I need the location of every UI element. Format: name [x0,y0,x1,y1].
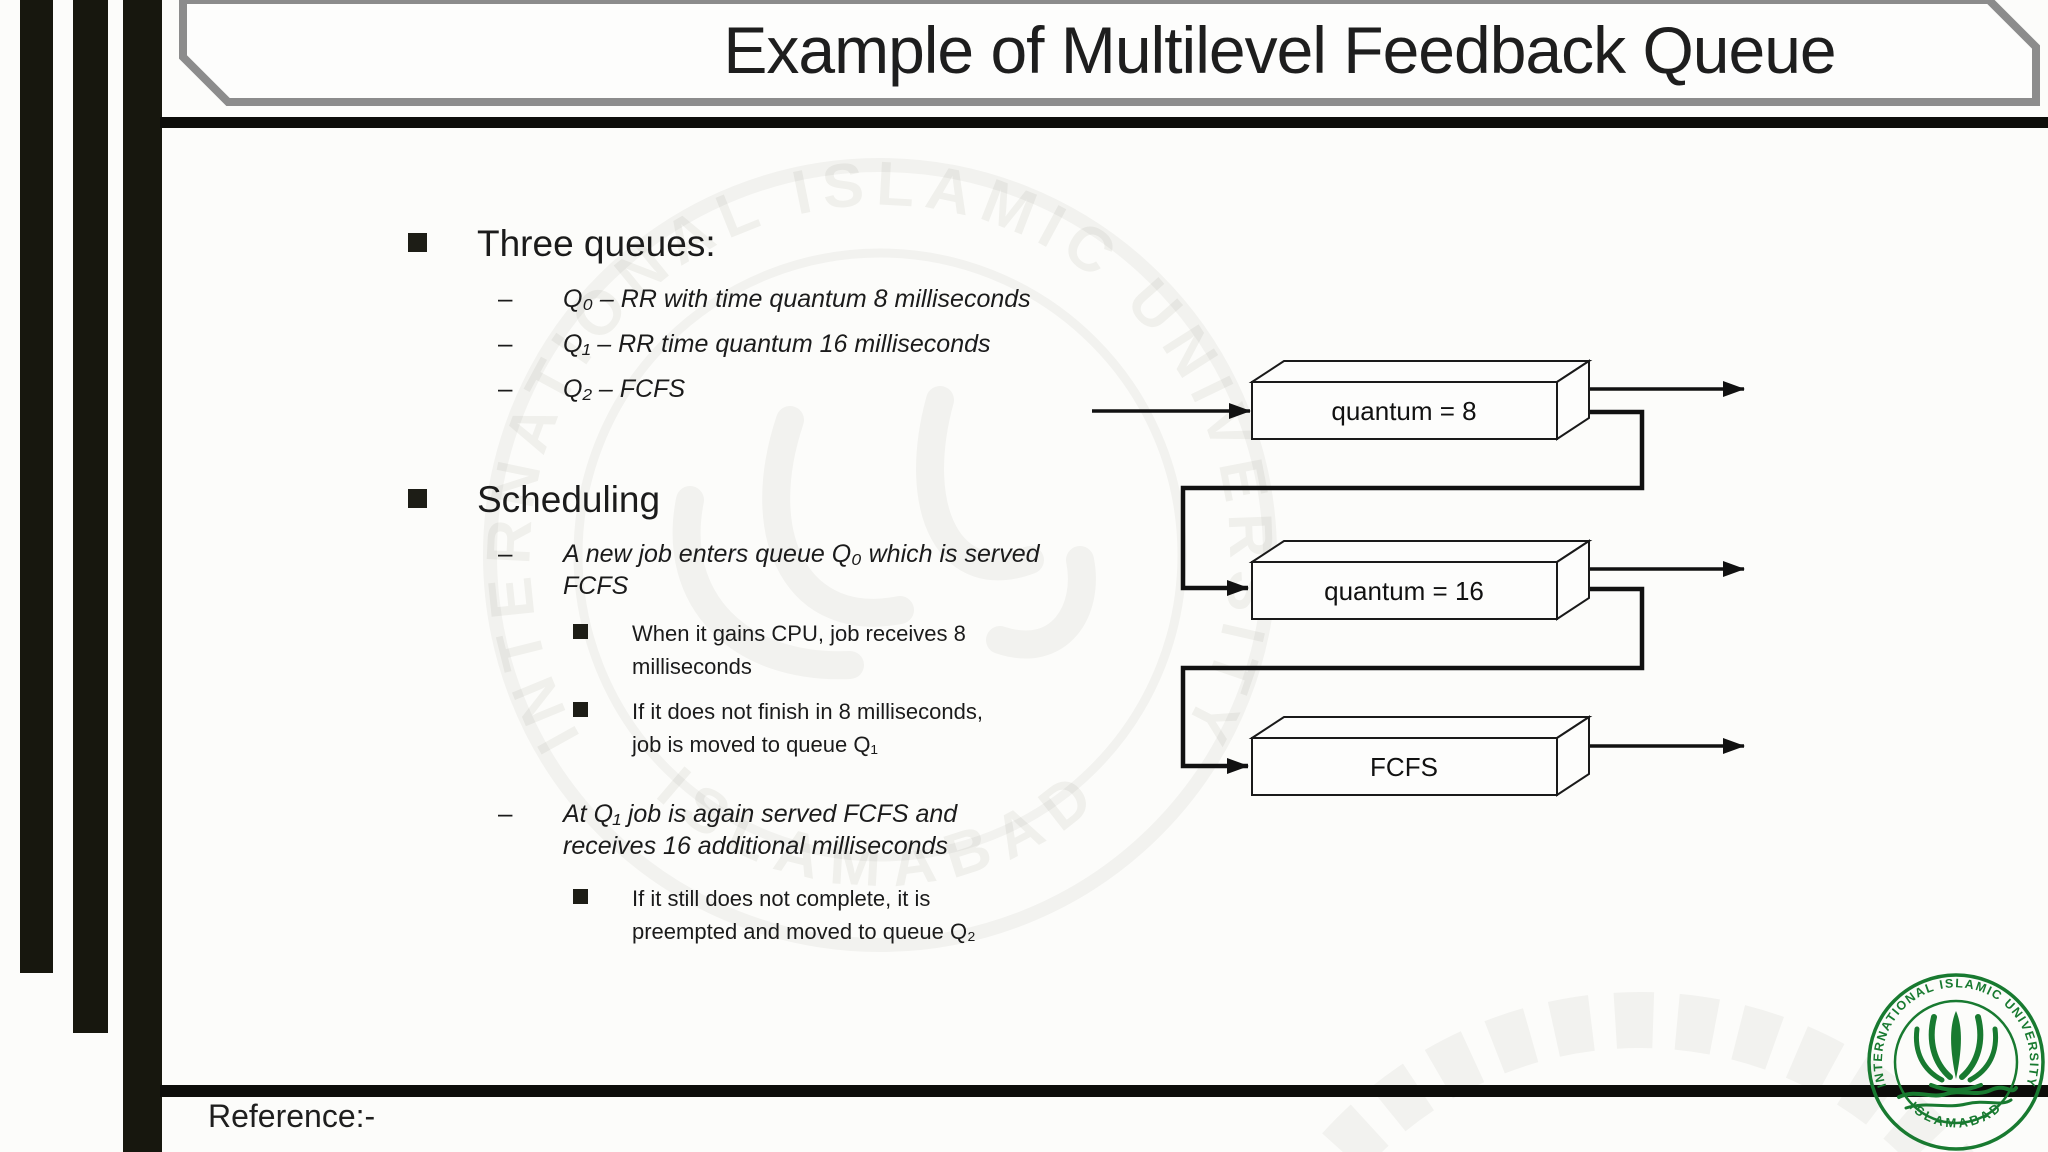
list-item-text: Q₁ – RR time quantum 16 milliseconds [563,330,991,358]
title-frame [179,0,2040,106]
queue-box-label: FCFS [1370,752,1438,782]
sub-item-text: If it does not finish in 8 milliseconds,… [632,699,983,757]
section-heading: Three queues: [477,223,716,264]
square-bullet-icon [573,617,632,639]
left-accent-bar-2 [73,0,108,1033]
section-heading: Scheduling [477,479,661,520]
queue-box-q2: FCFS [1248,715,1593,797]
square-bullet-icon [573,882,632,904]
left-accent-bar-3 [123,0,162,1152]
list-item-new-job: – A new job enters queue Q₀ which is ser… [498,538,1078,602]
sub-item-not-finish: If it does not finish in 8 milliseconds,… [573,695,1004,761]
list-item-text: A new job enters queue Q₀ which is serve… [563,540,1040,600]
list-item-at-q1: – At Q₁ job is again served FCFS and rec… [498,798,1023,862]
square-bullet-icon [573,695,632,717]
dash-bullet: – [498,373,513,403]
square-bullet-icon [408,478,477,508]
square-bullet-icon [408,222,477,252]
footer-divider-rule [160,1085,2048,1097]
logo-calligraphy-band [1897,1085,2018,1110]
dash-bullet: – [498,798,513,828]
tulip-emblem-icon [1913,1011,1999,1092]
queue-box-q0: quantum = 8 [1248,359,1593,441]
feedback-arrow-q0-to-q1 [1180,409,1645,596]
dash-bullet: – [498,283,513,313]
dash-bullet: – [498,538,513,568]
sub-item-text: If it still does not complete, it is pre… [632,886,976,944]
title-divider-rule [160,117,2048,128]
queue-box-label: quantum = 16 [1324,576,1484,606]
list-item-text: Q₀ – RR with time quantum 8 milliseconds [563,285,1031,313]
slide-title: Example of Multilevel Feedback Queue [723,13,1836,87]
queue-box-label: quantum = 8 [1331,396,1476,426]
bullet-three-queues: Three queues: [408,222,716,266]
bullet-scheduling: Scheduling [408,478,660,522]
list-item-text: At Q₁ job is again served FCFS and recei… [563,800,958,860]
sub-item-still-not-complete: If it still does not complete, it is pre… [573,882,1004,948]
university-logo: INTERNATIONAL ISLAMIC UNIVERSITY ISLAMAB… [1867,973,2045,1151]
feedback-arrow-q1-to-q2 [1180,586,1645,774]
queue-box-q1: quantum = 16 [1248,539,1593,621]
footer-reference: Reference:- [208,1098,376,1134]
dash-bullet: – [498,328,513,358]
left-accent-bar-1 [20,0,53,973]
list-item-q0: – Q₀ – RR with time quantum 8 millisecon… [498,283,1078,315]
sub-item-gains-cpu: When it gains CPU, job receives 8 millis… [573,617,1004,683]
list-item-text: Q₂ – FCFS [563,375,686,403]
list-item-q2: – Q₂ – FCFS [498,373,1078,405]
mlfq-diagram: quantum = 8 quantum = 16 FCFS [1092,359,1745,797]
list-item-q1: – Q₁ – RR time quantum 16 milliseconds [498,328,1078,360]
sub-item-text: When it gains CPU, job receives 8 millis… [632,621,966,679]
